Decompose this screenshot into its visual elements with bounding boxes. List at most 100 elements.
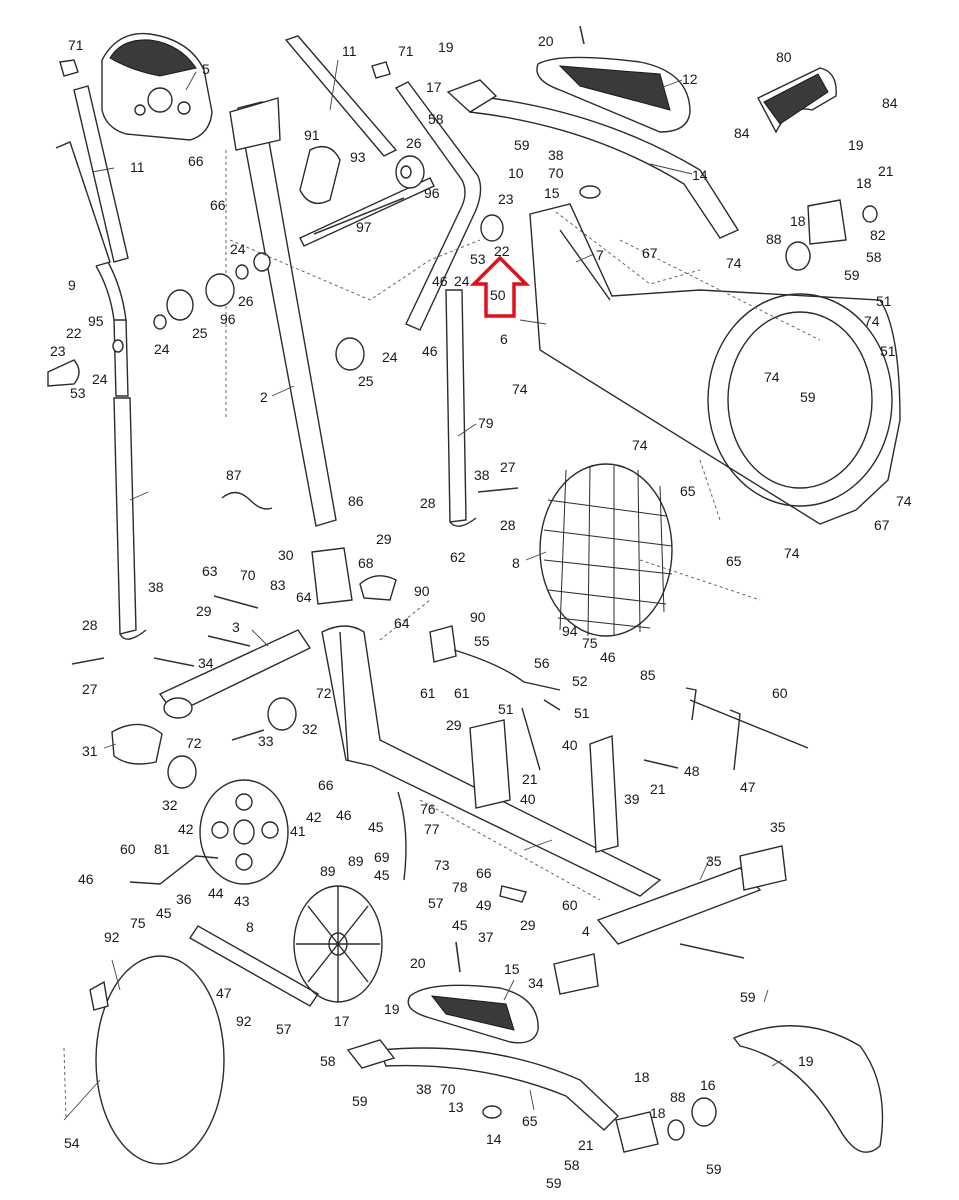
- part-label: 34: [528, 975, 544, 991]
- part-label: 32: [162, 797, 178, 813]
- part-label: 20: [538, 33, 554, 49]
- part-label: 19: [848, 137, 864, 153]
- part-label: 32: [302, 721, 318, 737]
- part-label: 53: [470, 251, 486, 267]
- pedal-arm-upper: [446, 56, 740, 239]
- part-label: 36: [176, 891, 192, 907]
- part-label: 49: [476, 897, 492, 913]
- part-label: 18: [790, 213, 806, 229]
- drive-wheel: [199, 779, 289, 885]
- part-label: 64: [296, 589, 312, 605]
- part-label: 51: [880, 343, 896, 359]
- part-label: 47: [216, 985, 232, 1001]
- part-label: 65: [522, 1113, 538, 1129]
- part-label: 28: [500, 517, 516, 533]
- part-label: 40: [562, 737, 578, 753]
- part-label: 95: [88, 313, 104, 329]
- part-label: 30: [278, 547, 294, 563]
- part-label: 74: [896, 493, 912, 509]
- part-label: 19: [438, 39, 454, 55]
- part-label: 59: [706, 1161, 722, 1177]
- part-label: 72: [316, 685, 332, 701]
- part-label: 29: [446, 717, 462, 733]
- part-label: 3: [232, 619, 240, 635]
- upright-tube: [225, 97, 337, 527]
- part-label: 44: [208, 885, 224, 901]
- part-label: 18: [856, 175, 872, 191]
- part-label: 93: [350, 149, 366, 165]
- part-label: 23: [50, 343, 66, 359]
- part-label: 39: [624, 791, 640, 807]
- part-label: 88: [766, 231, 782, 247]
- part-label: 24: [382, 349, 398, 365]
- part-label: 19: [384, 1001, 400, 1017]
- part-label: 18: [650, 1105, 666, 1121]
- part-label: 74: [632, 437, 648, 453]
- part-label: 6: [500, 331, 508, 347]
- part-label: 27: [82, 681, 98, 697]
- part-label: 11: [130, 159, 145, 175]
- part-label: 27: [500, 459, 516, 475]
- part-label: 58: [564, 1157, 580, 1173]
- part-label: 59: [844, 267, 860, 283]
- part-label: 75: [582, 635, 598, 651]
- part-label: 74: [512, 381, 528, 397]
- part-label: 56: [534, 655, 550, 671]
- part-labels: 71 5 11 71 19 20 12 80 84 66 66 91 93 26…: [50, 33, 912, 1191]
- part-label: 71: [398, 43, 414, 59]
- part-label: 45: [374, 867, 390, 883]
- part-label: 35: [770, 819, 786, 835]
- part-label: 33: [258, 733, 274, 749]
- part-label: 42: [178, 821, 194, 837]
- part-label: 52: [572, 673, 588, 689]
- part-label: 45: [156, 905, 172, 921]
- part-label: 76: [420, 801, 436, 817]
- part-label: 42: [306, 809, 322, 825]
- part-label: 90: [470, 609, 486, 625]
- part-label: 96: [424, 185, 440, 201]
- part-label: 51: [876, 293, 892, 309]
- part-label: 90: [414, 583, 430, 599]
- part-label: 11: [342, 43, 357, 59]
- part-label: 4: [582, 923, 590, 939]
- part-label: 66: [318, 777, 334, 793]
- part-label: 28: [82, 617, 98, 633]
- part-label: 45: [368, 819, 384, 835]
- part-label: 59: [514, 137, 530, 153]
- part-label: 69: [374, 849, 390, 865]
- part-label: 66: [476, 865, 492, 881]
- handlebar-tubes: [55, 35, 482, 397]
- assembly-lines: [63, 211, 821, 1119]
- part-label: 74: [784, 545, 800, 561]
- part-label: 92: [236, 1013, 252, 1029]
- part-label: 94: [562, 623, 578, 639]
- part-label: 55: [474, 633, 490, 649]
- part-label: 59: [800, 389, 816, 405]
- part-label: 43: [234, 893, 250, 909]
- flywheel-cover-grid: [539, 463, 673, 637]
- part-label: 14: [692, 167, 708, 183]
- endcaps-wheels: [111, 697, 787, 995]
- part-label: 46: [336, 807, 352, 823]
- part-label: 59: [352, 1093, 368, 1109]
- part-label: 2: [260, 389, 268, 405]
- accessories: [221, 67, 878, 605]
- part-label: 24: [454, 273, 470, 289]
- part-label: 15: [544, 185, 560, 201]
- part-label: 19: [798, 1053, 814, 1069]
- part-label: 54: [64, 1135, 80, 1151]
- part-label: 81: [154, 841, 170, 857]
- part-label: 24: [230, 241, 246, 257]
- part-label: 5: [202, 61, 210, 77]
- part-label: 46: [422, 343, 438, 359]
- part-label: 58: [428, 111, 444, 127]
- part-label: 77: [424, 821, 440, 837]
- part-label: 73: [434, 857, 450, 873]
- part-label: 68: [358, 555, 374, 571]
- main-frame: [158, 625, 809, 945]
- part-label: 57: [428, 895, 444, 911]
- part-label: 46: [78, 871, 94, 887]
- part-label: 8: [512, 555, 520, 571]
- part-label: 89: [348, 853, 364, 869]
